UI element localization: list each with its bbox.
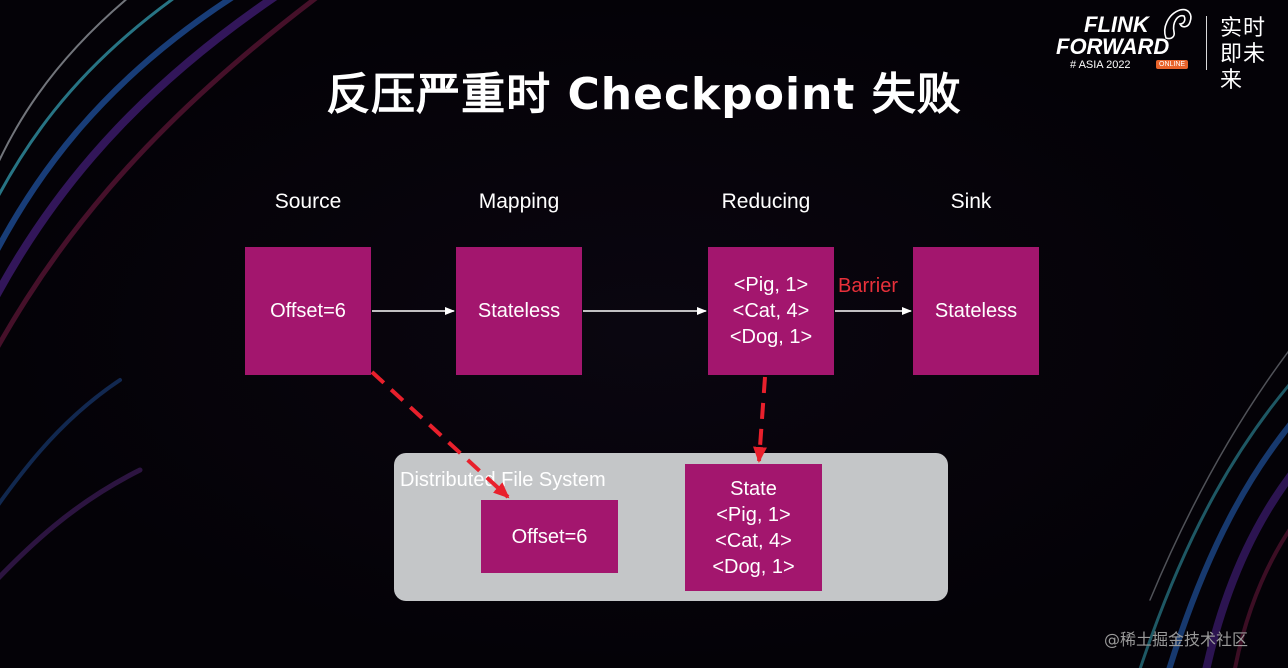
reducing-entry: <Cat, 4> — [732, 300, 810, 322]
stored-state-entry: <Pig, 1> — [716, 503, 791, 526]
stored-state-entry: <Dog, 1> — [712, 555, 795, 578]
stage-label-sink: Sink — [950, 190, 992, 213]
reducing-entry: <Pig, 1> — [733, 274, 809, 296]
reducing-entry: <Dog, 1> — [729, 326, 813, 348]
watermark: @稀土掘金技术社区 — [1104, 630, 1249, 649]
squirrel-icon — [1164, 8, 1192, 40]
logo-event: # ASIA 2022 — [1070, 59, 1131, 71]
logo-badge: ONLINE — [1156, 60, 1189, 69]
barrier-label: Barrier — [838, 275, 899, 297]
mapping-operator: Stateless — [456, 247, 582, 375]
stored-state: State <Pig, 1> <Cat, 4> <Dog, 1> — [685, 464, 822, 591]
stored-offset: Offset=6 — [481, 500, 618, 573]
mapping-state: Stateless — [477, 300, 561, 322]
source-offset: Offset=6 — [270, 300, 346, 322]
source-operator: Offset=6 — [245, 247, 371, 375]
stage-label-mapping: Mapping — [478, 190, 560, 213]
dfs-label: Distributed File System — [400, 469, 606, 491]
logo-line-2: FORWARD — [1056, 34, 1170, 59]
logo-divider — [1206, 16, 1207, 70]
logo-slogan: 实时即未来 — [1220, 16, 1267, 93]
reducing-operator: <Pig, 1> <Cat, 4> <Dog, 1> — [708, 247, 834, 375]
stage-label-reducing: Reducing — [721, 190, 811, 213]
stored-offset-value: Offset=6 — [511, 525, 588, 548]
sink-state: Stateless — [934, 300, 1018, 322]
logo-line-1: FLINK — [1084, 12, 1149, 37]
flink-forward-logo: FLINK FORWARD # ASIA 2022 ONLINE 实时即未来 — [1056, 8, 1276, 93]
stored-state-title: State — [730, 477, 777, 500]
slide-title: 反压严重时 Checkpoint 失败 — [326, 69, 962, 120]
sink-operator: Stateless — [913, 247, 1039, 375]
stage-label-source: Source — [274, 190, 342, 213]
stored-state-entry: <Cat, 4> — [715, 529, 792, 552]
